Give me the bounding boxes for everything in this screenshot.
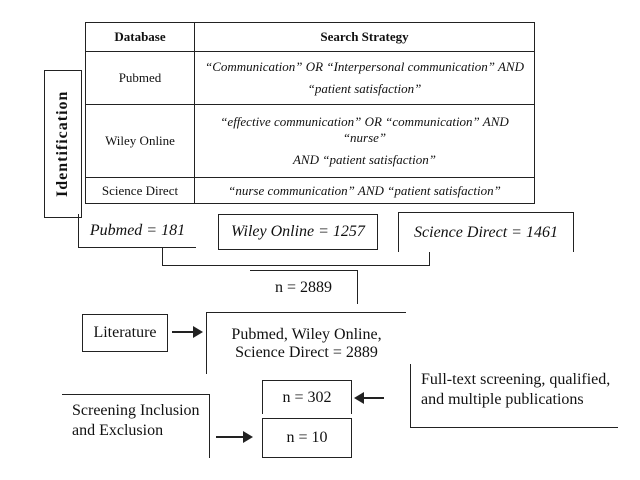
literature-label: Literature <box>93 324 157 341</box>
table-header-database: Database <box>85 22 195 52</box>
fulltext-box: Full-text screening, qualified, and mult… <box>410 364 618 428</box>
strategy-line: AND “patient satisfaction” <box>292 152 436 168</box>
strategy-line: “Communication” OR “Interpersonal commun… <box>205 59 524 75</box>
arrow-literature-shaft <box>172 331 196 333</box>
combined-line-2: Science Direct = 2889 <box>235 343 378 361</box>
table-header-strategy: Search Strategy <box>194 22 535 52</box>
total-count-box: n = 2889 <box>250 270 358 304</box>
table-row: Science Direct “nurse communication” AND… <box>85 177 535 204</box>
table-cell-strategy: “effective communication” OR “communicat… <box>194 104 535 179</box>
table-header-row: Database Search Strategy <box>85 22 535 52</box>
literature-box: Literature <box>82 314 168 352</box>
table-row: Wiley Online “effective communication” O… <box>85 104 535 179</box>
pubmed-count: Pubmed = 181 <box>89 221 186 239</box>
table-cell-database: Pubmed <box>85 50 195 106</box>
wiley-count: Wiley Online = 1257 <box>231 223 365 240</box>
science-count-box: Science Direct = 1461 <box>398 212 574 252</box>
combined-line-1: Pubmed, Wiley Online, <box>231 325 382 343</box>
identification-label: Identification <box>54 90 71 198</box>
table-row: Pubmed “Communication” OR “Interpersonal… <box>85 50 535 106</box>
merge-line-left <box>162 248 163 266</box>
table-cell-strategy: “Communication” OR “Interpersonal commun… <box>194 50 535 106</box>
merge-line-bottom <box>162 265 430 266</box>
pubmed-count-box: Pubmed = 181 <box>78 214 196 248</box>
strategy-line: “effective communication” OR “communicat… <box>220 114 509 146</box>
table-cell-strategy: “nurse communication” AND “patient satis… <box>194 177 535 204</box>
screening-line-1: Screening Inclusion <box>72 402 200 419</box>
fulltext-line-1: Full-text screening, qualified, <box>421 371 611 388</box>
wiley-count-box: Wiley Online = 1257 <box>218 214 378 250</box>
n302-label: n = 302 <box>282 388 332 406</box>
strategy-line: “patient satisfaction” <box>307 81 422 97</box>
total-count: n = 2889 <box>274 278 333 296</box>
arrow-screening-head <box>243 431 253 443</box>
arrow-literature-head <box>193 326 203 338</box>
combined-box: Pubmed, Wiley Online, Science Direct = 2… <box>206 312 406 374</box>
arrow-fulltext-head <box>354 392 364 404</box>
table-cell-database: Wiley Online <box>85 104 195 179</box>
screening-line-2: and Exclusion <box>72 422 164 439</box>
table-cell-database: Science Direct <box>85 177 195 204</box>
identification-label-box: Identification <box>44 70 82 218</box>
fulltext-line-2: and multiple publications <box>421 391 584 408</box>
screening-box: Screening Inclusion and Exclusion <box>62 394 210 458</box>
science-count: Science Direct = 1461 <box>414 223 558 241</box>
strategy-line: “nurse communication” AND “patient satis… <box>228 182 501 198</box>
n10-box: n = 10 <box>262 418 352 458</box>
n302-box: n = 302 <box>262 380 352 414</box>
merge-line-right <box>429 252 430 266</box>
arrow-screening-shaft <box>216 436 246 438</box>
n10-label: n = 10 <box>286 429 328 446</box>
arrow-fulltext-shaft <box>362 397 384 399</box>
search-strategy-table: Database Search Strategy Pubmed “Communi… <box>85 22 535 204</box>
